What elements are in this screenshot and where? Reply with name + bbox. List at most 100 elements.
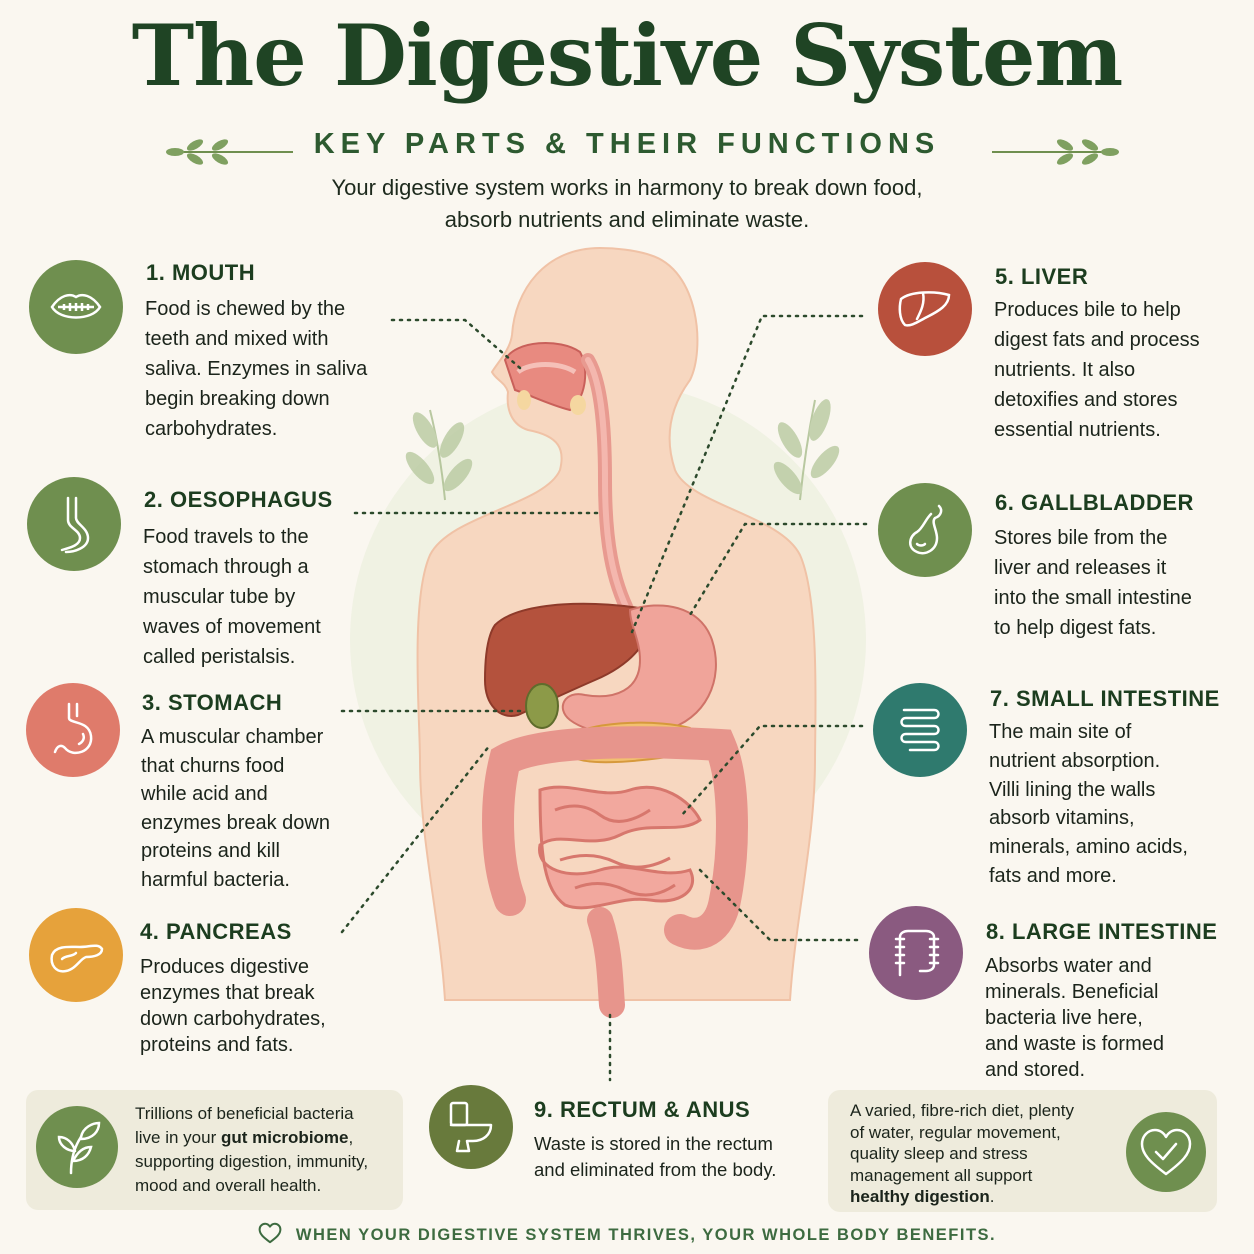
- healthy-digestion-text: A varied, fibre-rich diet, plenty of wat…: [850, 1100, 1074, 1208]
- small-intestine-description: The main site of nutrient absorption. Vi…: [989, 718, 1188, 891]
- toilet-icon: [449, 1101, 493, 1153]
- pancreas-badge: [29, 908, 123, 1002]
- stomach-heading: 3. STOMACH: [142, 690, 283, 715]
- oesophagus-line: Food travels to the: [143, 526, 309, 548]
- liver-line: digest fats and process: [994, 329, 1200, 351]
- mouth-line: begin breaking down: [145, 388, 330, 410]
- large-intestine: [482, 726, 748, 950]
- mouth-line: teeth and mixed with: [145, 328, 329, 350]
- microbiome-line: Trillions of beneficial bacteria: [135, 1104, 354, 1123]
- microbiome-panel: Trillions of beneficial bacteria live in…: [26, 1090, 403, 1210]
- liver-line: Produces bile to help: [994, 299, 1181, 321]
- small-intestine-line: minerals, amino acids,: [989, 836, 1188, 859]
- healthy-digestion-panel: A varied, fibre-rich diet, plenty of wat…: [828, 1090, 1217, 1212]
- teeth: [517, 390, 531, 410]
- oesophagus-heading: 2. OESOPHAGUS: [144, 487, 333, 512]
- liver-icon: [898, 291, 951, 327]
- stomach-icon: [53, 702, 93, 755]
- stomach-badge: [26, 683, 120, 777]
- liver-line: detoxifies and stores: [994, 389, 1178, 411]
- microbiome-text-fragment: ,: [348, 1128, 354, 1147]
- leader-lines: [340, 314, 868, 1082]
- mouth-line: Food is chewed by the: [145, 298, 346, 320]
- healthy-text-fragment: .: [989, 1187, 995, 1206]
- intro-text: Your digestive system works in harmony t…: [227, 172, 1027, 236]
- mouth-description: Food is chewed by the teeth and mixed wi…: [145, 294, 367, 444]
- liver-description: Produces bile to help digest fats and pr…: [994, 295, 1200, 445]
- large-intestine-line: and waste is formed: [985, 1033, 1164, 1055]
- gallbladder-line: into the small intestine: [994, 587, 1192, 609]
- microbiome-bold-text: gut microbiome: [220, 1128, 349, 1147]
- footer-text: WHEN YOUR DIGESTIVE SYSTEM THRIVES, YOUR…: [295, 1226, 997, 1244]
- healthy-line: management all support: [850, 1165, 1033, 1185]
- large-intestine-icon: [894, 929, 940, 977]
- small-intestine-badge: [873, 683, 967, 777]
- intro-line-1: Your digestive system works in harmony t…: [331, 175, 923, 200]
- intro-line-2: absorb nutrients and eliminate waste.: [444, 207, 810, 232]
- small-intestine: [538, 785, 702, 910]
- oesophagus-badge: [27, 477, 121, 571]
- healthy-line: quality sleep and stress: [850, 1144, 1028, 1163]
- pancreas-line: down carbohydrates,: [140, 1008, 326, 1030]
- mouth-line: saliva. Enzymes in saliva: [145, 358, 368, 380]
- microbiome-line: supporting digestion, immunity,: [135, 1152, 369, 1171]
- rectum-line: Waste is stored in the rectum: [534, 1133, 773, 1154]
- stomach-line: enzymes break down: [141, 811, 330, 834]
- large-intestine-badge: [869, 906, 963, 1000]
- microbiome-line: mood and overall health.: [135, 1176, 322, 1195]
- mouth-icon: [50, 293, 102, 319]
- rectum-heading: 9. RECTUM & ANUS: [534, 1097, 751, 1122]
- gallbladder-line: Stores bile from the: [994, 527, 1168, 549]
- pancreas-heading: 4. PANCREAS: [140, 919, 292, 944]
- stomach-line: while acid and: [141, 783, 268, 805]
- rectum-line: and eliminated from the body.: [534, 1159, 777, 1180]
- liver-heading: 5. LIVER: [995, 264, 1089, 289]
- heart-badge: [1126, 1112, 1206, 1192]
- stomach-line: that churns food: [141, 754, 285, 777]
- microbiome-line: live in your gut microbiome,: [135, 1126, 368, 1150]
- gallbladder-badge: [878, 483, 972, 577]
- right-leaves-icon: [773, 399, 840, 501]
- large-intestine-line: Absorbs water and: [985, 955, 1152, 977]
- stomach-line: proteins and kill: [141, 840, 280, 862]
- healthy-bold-text: healthy digestion: [850, 1187, 990, 1206]
- footer: WHEN YOUR DIGESTIVE SYSTEM THRIVES, YOUR…: [0, 1222, 1254, 1245]
- oesophagus-line: waves of movement: [143, 616, 321, 638]
- gallbladder-description: Stores bile from the liver and releases …: [994, 523, 1192, 643]
- gallbladder-line: liver and releases it: [994, 557, 1167, 579]
- healthy-line: healthy digestion.: [850, 1186, 1074, 1208]
- heart-check-icon: [1140, 1128, 1192, 1176]
- mouth-heading: 1. MOUTH: [146, 260, 256, 285]
- large-intestine-line: minerals. Beneficial: [985, 981, 1159, 1003]
- left-sprig-icon: [166, 139, 293, 165]
- oesophagus-line: called peristalsis.: [143, 646, 296, 668]
- oesophagus-description: Food travels to the stomach through a mu…: [143, 522, 321, 672]
- stomach-description: A muscular chamber that churns food whil…: [141, 723, 330, 894]
- healthy-line: of water, regular movement,: [850, 1122, 1061, 1142]
- pancreas-description: Produces digestive enzymes that break do…: [140, 954, 326, 1058]
- small-intestine-icon: [900, 708, 940, 752]
- sprout-icon: [57, 1121, 101, 1175]
- page-subtitle: KEY PARTS & THEIR FUNCTIONS: [313, 128, 941, 160]
- right-sprig-icon: [992, 139, 1119, 165]
- liver-badge: [878, 262, 972, 356]
- stomach-line: A muscular chamber: [141, 726, 324, 748]
- small-intestine-line: The main site of: [989, 721, 1132, 743]
- oesophagus-line: stomach through a: [143, 556, 309, 578]
- large-intestine-heading: 8. LARGE INTESTINE: [986, 919, 1218, 944]
- large-intestine-description: Absorbs water and minerals. Beneficial b…: [985, 953, 1164, 1083]
- small-intestine-line: absorb vitamins,: [989, 807, 1135, 830]
- rectum-badge: [429, 1085, 513, 1169]
- pancreas-line: Produces digestive: [140, 956, 309, 978]
- pancreas-line: proteins and fats.: [140, 1034, 294, 1056]
- small-intestine-line: fats and more.: [989, 864, 1117, 887]
- large-intestine-line: and stored.: [985, 1059, 1086, 1081]
- liver-line: essential nutrients.: [994, 419, 1161, 441]
- microbiome-text-fragment: live in your: [135, 1128, 221, 1147]
- mouth-line: carbohydrates.: [145, 418, 278, 440]
- mouth-badge: [29, 260, 123, 354]
- gallbladder: [525, 683, 559, 729]
- oesophagus-line: muscular tube by: [143, 586, 296, 608]
- large-intestine-line: bacteria live here,: [985, 1007, 1143, 1029]
- healthy-line: A varied, fibre-rich diet, plenty: [850, 1101, 1074, 1120]
